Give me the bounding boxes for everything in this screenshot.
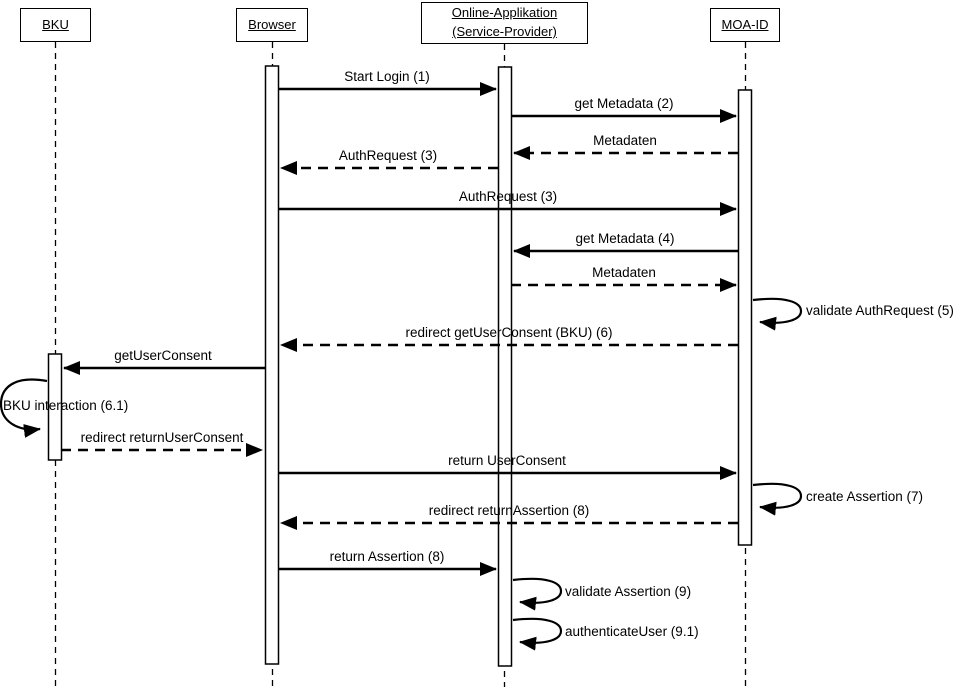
message-label-return-assertion: return Assertion (8): [329, 549, 445, 564]
message-label-redirect-getuserconsent: redirect getUserConsent (BKU) (6): [405, 325, 613, 340]
message-label-authrequest-3: AuthRequest (3): [458, 189, 558, 204]
participant-moa-id-label: MOA-ID: [721, 16, 769, 32]
message-label-get-metadata-4: get Metadata (4): [575, 231, 675, 246]
participant-bku-label: BKU: [42, 16, 69, 32]
message-label-authenticateuser: authenticateUser (9.1): [565, 624, 699, 639]
activation-online-applikation: [497, 66, 513, 667]
loop-authenticateuser: [512, 617, 563, 651]
message-label-start-login: Start Login (1): [344, 69, 430, 84]
message-label-return-userconsent: return UserConsent: [448, 453, 566, 468]
message-label-validate-assertion: validate Assertion (9): [565, 584, 692, 599]
message-label-validate-authrequest: validate AuthRequest (5): [806, 303, 954, 318]
participant-browser: Browser: [236, 8, 308, 42]
participant-browser-label: Browser: [248, 16, 296, 32]
loop-create-assertion: [752, 482, 803, 516]
participant-online-applikation-label: Online-Applikation (Service-Provider): [451, 5, 558, 39]
message-label-get-metadata-2: get Metadata (2): [574, 96, 674, 111]
message-label-getuserconsent: getUserConsent: [114, 348, 212, 363]
activation-moa-id: [737, 89, 753, 546]
message-label-bku-interaction: BKU interaction (6.1): [3, 398, 129, 413]
message-label-create-assertion: create Assertion (7): [806, 489, 924, 504]
loop-validate-authrequest: [752, 297, 803, 331]
message-label-redirect-returnuserconsent: redirect returnUserConsent: [80, 430, 244, 445]
message-label-metadaten-1: Metadaten: [593, 133, 657, 148]
participant-online-applikation: Online-Applikation (Service-Provider): [421, 2, 588, 44]
message-label-redirect-returnassertion: redirect returnAssertion (8): [428, 503, 590, 518]
message-label-metadaten-2: Metadaten: [592, 265, 656, 280]
message-label-authrequest-3-return: AuthRequest (3): [338, 148, 438, 163]
participant-moa-id: MOA-ID: [710, 8, 780, 42]
loop-validate-assertion: [512, 577, 563, 611]
participant-bku: BKU: [20, 8, 91, 42]
activation-browser: [264, 65, 280, 665]
activation-bku: [47, 353, 63, 461]
loop-bku-interaction: [0, 378, 48, 438]
